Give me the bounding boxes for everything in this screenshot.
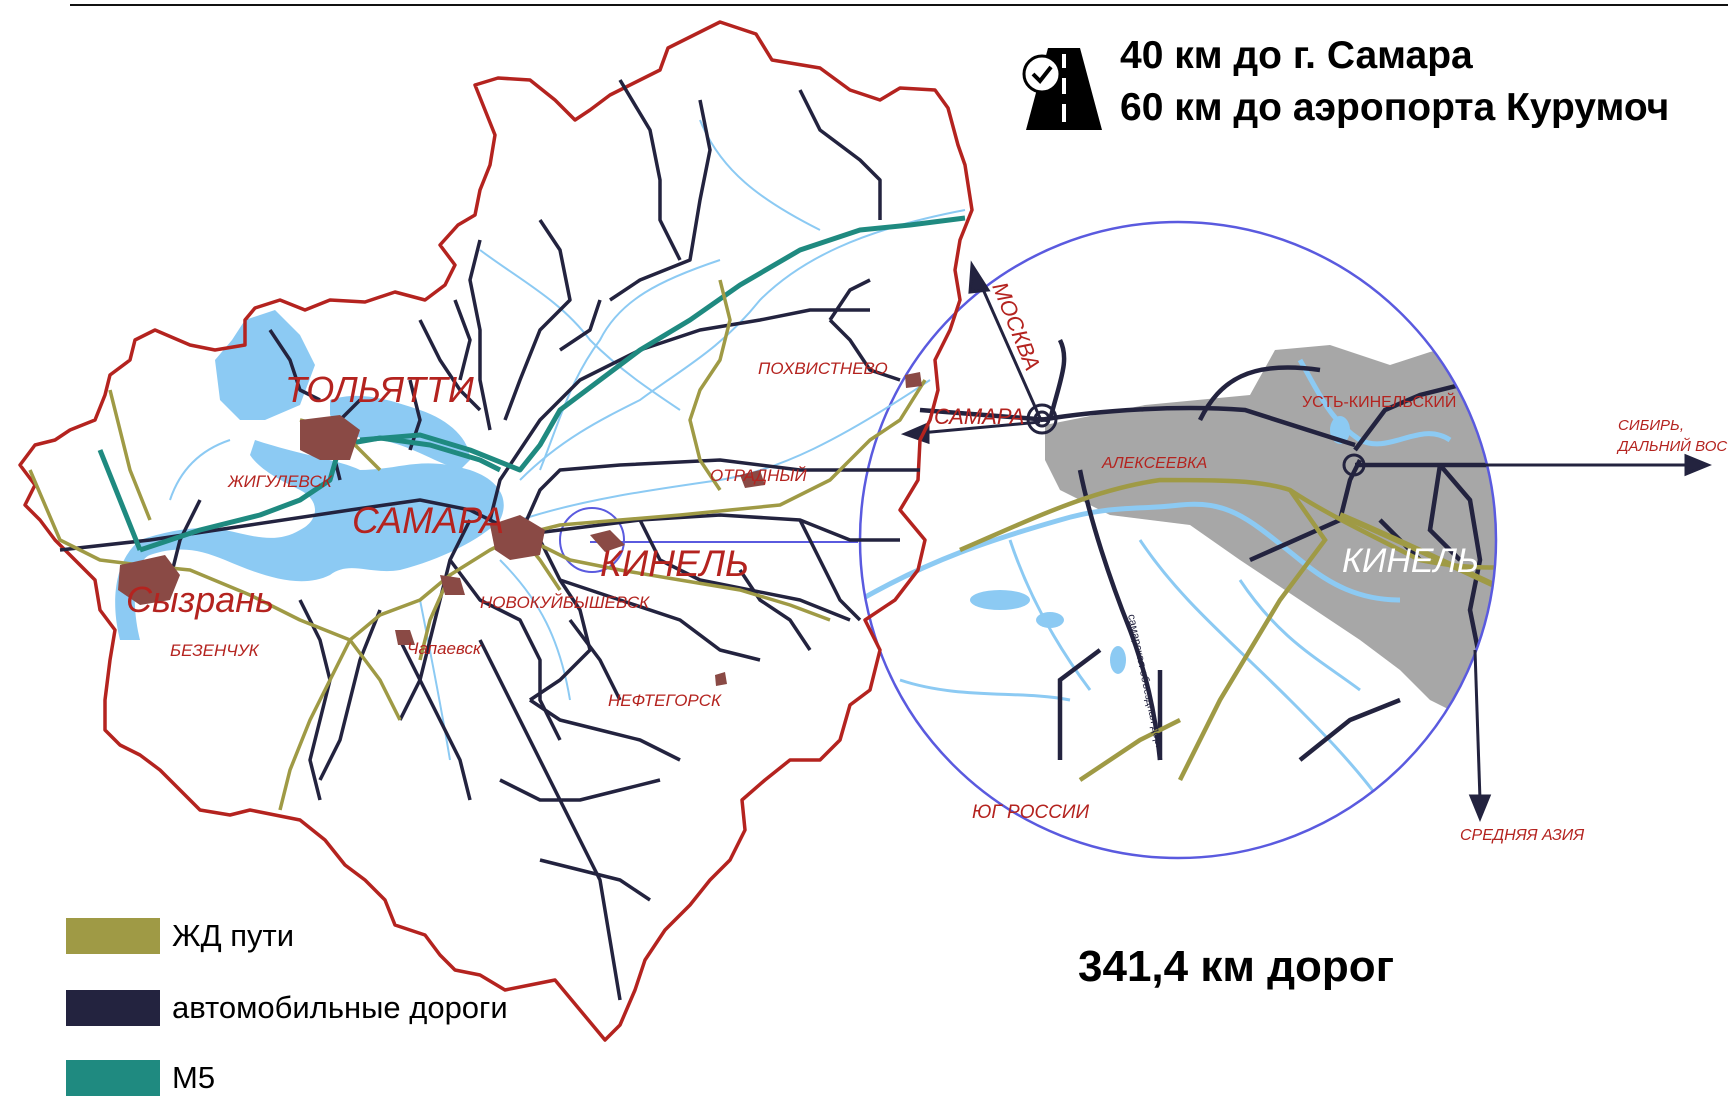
label-neftegorsk: НЕФТЕГОРСК xyxy=(608,691,722,710)
label-bezenchuk: БЕЗЕНЧУК xyxy=(170,641,260,660)
direction-label-central-asia: СРЕДНЯЯ АЗИЯ xyxy=(1460,827,1584,844)
region-border xyxy=(18,20,974,1042)
inset-label-ust-kinelsky: УСТЬ-КИНЕЛЬСКИЙ xyxy=(1302,392,1456,411)
legend-swatch-m5 xyxy=(66,1060,160,1096)
legend-swatch-roads xyxy=(66,990,160,1026)
kinel-focus-circle xyxy=(559,507,625,573)
inset-water xyxy=(860,338,1496,801)
inset-label-r225: Р225 xyxy=(1500,453,1526,465)
samara-region: ТОЛЬЯТТИ ЖИГУЛЕВСК САМАРА Сызрань БЕЗЕНЧ… xyxy=(18,20,974,1042)
direction-label-far-east: ДАЛЬНИЙ ВОСТОК xyxy=(1616,437,1728,455)
distance-airport: 60 км до аэропорта Курумоч xyxy=(1120,86,1670,129)
label-chapaevsk: Чапаевск xyxy=(407,639,482,658)
rivers xyxy=(169,119,966,761)
legend-label-m5: М5 xyxy=(172,1060,216,1095)
direction-label-sibir: СИБИРЬ, xyxy=(1618,417,1684,434)
inset-rail xyxy=(959,477,1496,782)
legend-label-roads: автомобильные дороги xyxy=(172,990,508,1025)
label-samara: САМАРА xyxy=(352,500,504,541)
legend-swatch-rail xyxy=(66,918,160,954)
label-kinel: КИНЕЛЬ xyxy=(600,543,749,584)
inset-label-kinel: КИНЕЛЬ xyxy=(1342,542,1479,580)
water xyxy=(115,310,504,640)
direction-label-south-russia: ЮГ РОССИИ xyxy=(972,802,1090,823)
direction-label-samara: САМАРА xyxy=(934,404,1024,429)
legend-label-rail: ЖД пути xyxy=(172,918,295,953)
kinel-inset: АЛЕКСЕЕВКА УСТЬ-КИНЕЛЬСКИЙ КИНЕЛЬ Р225 с… xyxy=(858,220,1526,860)
road-with-check-icon xyxy=(1022,48,1102,130)
label-otradny: ОТРАДНЫЙ xyxy=(710,465,807,485)
label-tolyatti: ТОЛЬЯТТИ xyxy=(285,369,474,410)
city-labels: ТОЛЬЯТТИ ЖИГУЛЕВСК САМАРА Сызрань БЕЗЕНЧ… xyxy=(126,359,888,710)
total-roads: 341,4 км дорог xyxy=(1078,942,1395,991)
cities xyxy=(118,372,922,686)
m5-highway xyxy=(97,215,966,553)
label-syzran: Сызрань xyxy=(126,579,274,620)
distance-samara: 40 км до г. Самара xyxy=(1120,34,1473,77)
label-zhigulevsk: ЖИГУЛЕВСК xyxy=(227,472,333,491)
inset-label-alekseevka: АЛЕКСЕЕВКА xyxy=(1101,455,1207,472)
label-pokhvistnevo: ПОХВИСТНЕВО xyxy=(758,359,888,378)
urban-area xyxy=(1045,330,1496,720)
top-rule xyxy=(70,4,1728,6)
label-novokuibyshevsk: НОВОКУЙБЫШЕВСК xyxy=(480,592,650,612)
